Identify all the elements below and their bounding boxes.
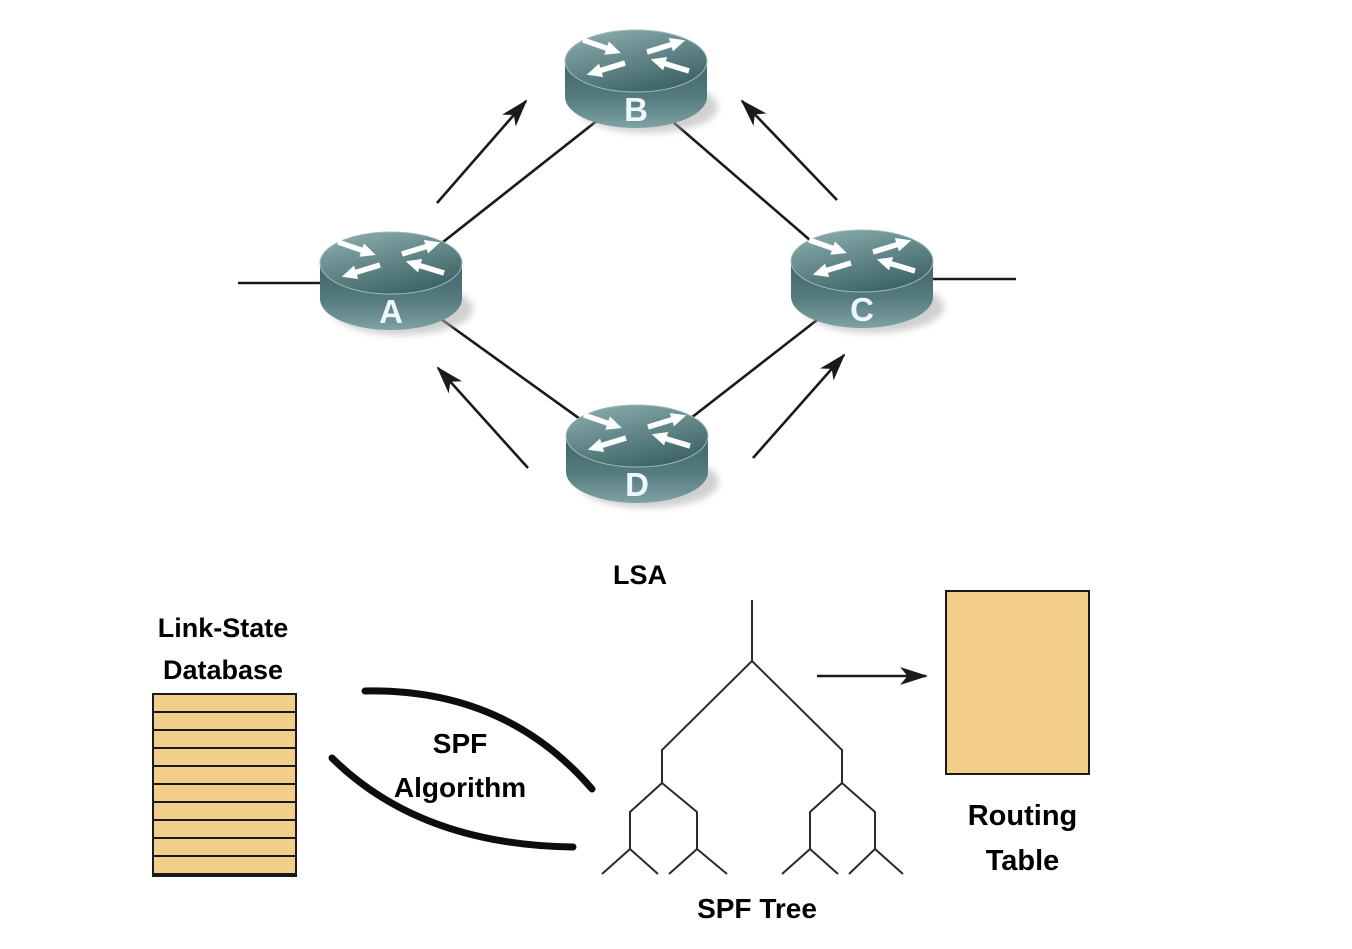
link-state-database-box	[152, 693, 297, 877]
router-a-label: A	[379, 293, 403, 330]
router-d-label: D	[625, 466, 649, 503]
link-state-database-label: Link-State Database	[128, 607, 318, 691]
lsa-arrow-d-to-a-icon	[436, 366, 529, 469]
router-b-label: B	[624, 91, 648, 128]
spf-algorithm-curves	[328, 687, 596, 851]
routing-table-label-line2: Table	[985, 845, 1060, 877]
lsa-flood-arrows	[436, 99, 846, 469]
spf-algorithm-label-line1: SPF	[432, 728, 488, 759]
router-c: C	[791, 230, 944, 333]
link-state-database-label-line2: Database	[162, 655, 284, 685]
router-a: A	[320, 232, 473, 335]
routing-table-label-line1: Routing	[967, 800, 1078, 832]
link-state-database-label-line1: Link-State	[157, 613, 289, 643]
spf-curve-bottom-icon	[328, 754, 577, 851]
lsa-arrow-a-to-b-icon	[436, 99, 528, 204]
routing-table-label: Routing Table	[930, 794, 1115, 884]
router-c-label: C	[850, 291, 874, 328]
lsa-arrow-d-to-c-icon	[752, 353, 846, 459]
spf-tree-label: SPF Tree	[697, 893, 817, 924]
spf-algorithm-label-line2: Algorithm	[393, 772, 527, 803]
router-d: D	[566, 405, 719, 508]
lsa-label: LSA	[613, 560, 667, 590]
spf-algorithm-label: SPF Algorithm	[360, 722, 560, 810]
spf-tree-icon	[601, 600, 904, 875]
spf-curve-top-icon	[361, 687, 596, 793]
lsa-arrow-c-to-b-icon	[740, 99, 838, 201]
router-b: B	[565, 30, 718, 133]
routing-table-box	[945, 590, 1090, 775]
